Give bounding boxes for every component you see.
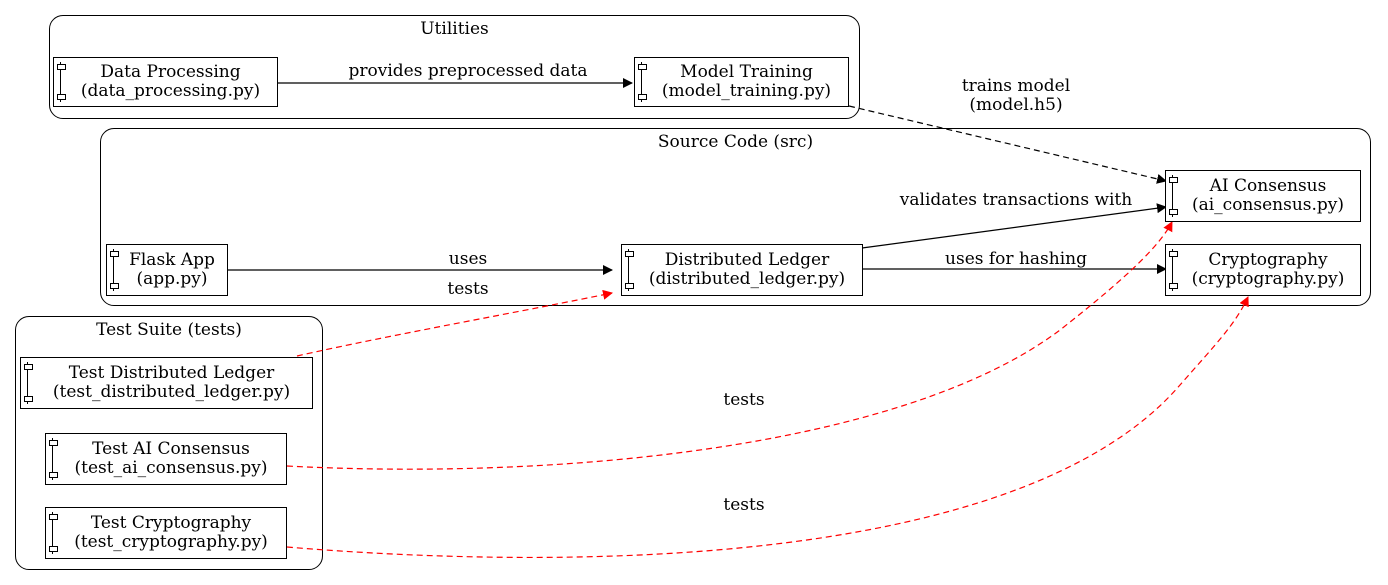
node-file: (distributed_ledger.py)	[648, 269, 846, 289]
node-test-ai-consensus[interactable]: Test AI Consensus (test_ai_consensus.py)	[45, 433, 287, 485]
node-model-training[interactable]: Model Training (model_training.py)	[634, 57, 849, 107]
node-file: (cryptography.py)	[1191, 269, 1345, 289]
component-icon	[60, 62, 61, 102]
node-name: Distributed Ledger	[664, 250, 830, 270]
node-file: (test_distributed_ledger.py)	[52, 382, 291, 402]
node-file: (app.py)	[136, 269, 208, 289]
cluster-utilities: Utilities	[49, 15, 860, 119]
node-file: (test_ai_consensus.py)	[74, 458, 268, 478]
component-icon	[1172, 249, 1173, 291]
component-icon	[27, 362, 28, 404]
component-icon	[113, 249, 114, 291]
edge-tests-ledger	[296, 289, 613, 357]
node-file: (model_training.py)	[661, 81, 832, 101]
edge-tests-cryptography	[286, 296, 1249, 559]
edge-validates-transactions	[861, 203, 1167, 249]
node-cryptography[interactable]: Cryptography (cryptography.py)	[1165, 244, 1361, 296]
component-icon	[52, 438, 53, 480]
node-name: Flask App	[129, 250, 215, 270]
node-file: (ai_consensus.py)	[1191, 195, 1345, 215]
node-name: Test Distributed Ledger	[68, 363, 275, 383]
component-icon	[52, 512, 53, 554]
cluster-test-suite: Test Suite (tests)	[15, 316, 323, 570]
component-icon	[641, 62, 642, 102]
node-name: AI Consensus	[1209, 176, 1327, 196]
node-data-processing[interactable]: Data Processing (data_processing.py)	[53, 57, 278, 107]
edge-label-tests-crypto: tests	[723, 495, 765, 515]
edge-label-tests-ai: tests	[723, 390, 765, 410]
edge-label-hashing: uses for hashing	[945, 249, 1087, 269]
node-test-distributed-ledger[interactable]: Test Distributed Ledger (test_distribute…	[20, 357, 313, 409]
node-file: (test_cryptography.py)	[74, 532, 268, 552]
edge-label-uses: uses	[448, 249, 488, 269]
edge-tests-ai-consensus	[286, 221, 1173, 470]
node-ai-consensus[interactable]: AI Consensus (ai_consensus.py)	[1165, 170, 1361, 222]
component-icon	[1172, 175, 1173, 217]
edge-trains-model	[848, 105, 1167, 184]
edge-label-tests-ledger: tests	[447, 279, 489, 299]
node-name: Test Cryptography	[90, 513, 252, 533]
component-icon	[628, 249, 629, 291]
cluster-source-code: Source Code (src)	[100, 128, 1371, 306]
edge-label-provides: provides preprocessed data	[348, 61, 588, 81]
cluster-utilities-label: Utilities	[420, 19, 489, 39]
node-name: Model Training	[680, 62, 813, 82]
cluster-test-suite-label: Test Suite (tests)	[96, 320, 242, 340]
edge-label-trains-line2: (model.h5)	[969, 95, 1063, 115]
node-test-cryptography[interactable]: Test Cryptography (test_cryptography.py)	[45, 507, 287, 559]
node-file: (data_processing.py)	[80, 81, 261, 101]
cluster-source-code-label: Source Code (src)	[657, 132, 814, 152]
node-name: Test AI Consensus	[92, 439, 250, 459]
node-flask-app[interactable]: Flask App (app.py)	[106, 244, 228, 296]
edge-label-trains-line1: trains model	[961, 76, 1071, 96]
node-distributed-ledger[interactable]: Distributed Ledger (distributed_ledger.p…	[621, 244, 863, 296]
edge-label-validates: validates transactions with	[899, 190, 1133, 210]
node-name: Data Processing	[100, 62, 241, 82]
node-name: Cryptography	[1208, 250, 1328, 270]
